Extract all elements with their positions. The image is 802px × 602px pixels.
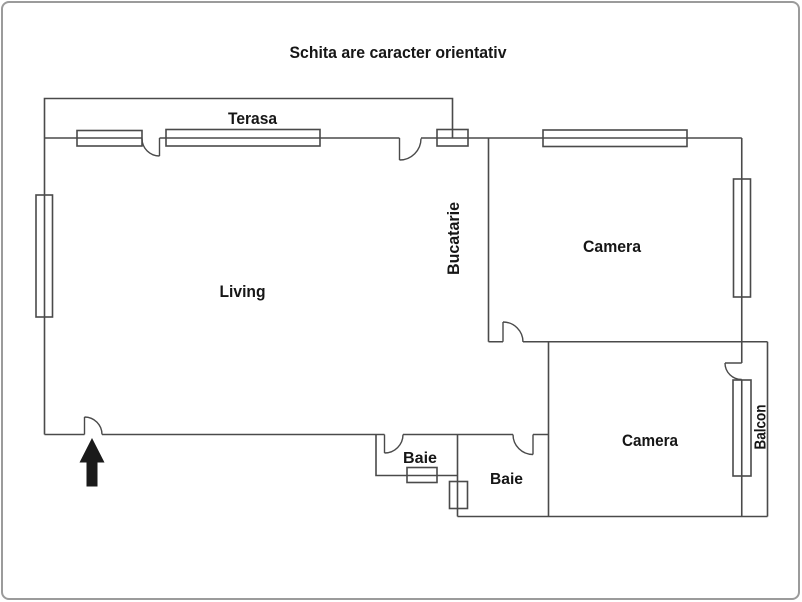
door-terasa-bucatarie — [398, 138, 422, 161]
label-baie-small: Baie — [403, 450, 437, 467]
label-bucatarie: Bucatarie — [444, 202, 463, 275]
door-baie-main — [512, 434, 534, 456]
label-living: Living — [220, 282, 266, 301]
door-entrance — [83, 416, 103, 435]
window-bucatarie — [436, 128, 469, 147]
door-baie-small — [383, 434, 404, 454]
window-living-left — [35, 194, 54, 318]
label-balcon: Balcon — [753, 405, 770, 450]
window-baie-main — [448, 480, 469, 510]
window-camera-right — [732, 178, 752, 298]
window-baie-small — [406, 466, 438, 484]
door-terasa-living — [141, 138, 161, 157]
label-baie-main: Baie — [490, 471, 523, 488]
window-terasa-left — [76, 129, 143, 147]
window-balcon — [732, 379, 752, 477]
entrance-arrow-icon — [79, 438, 105, 487]
door-balcon — [724, 362, 742, 381]
page-title: Schita are caracter orientativ — [290, 43, 507, 62]
label-camera-bottom: Camera — [622, 431, 678, 450]
door-camera-bottom — [502, 321, 524, 343]
walls — [43, 97, 769, 518]
window-terasa-main — [165, 128, 321, 147]
label-terasa: Terasa — [228, 109, 277, 128]
window-camera-top — [542, 129, 688, 148]
label-camera-top: Camera — [583, 237, 642, 256]
